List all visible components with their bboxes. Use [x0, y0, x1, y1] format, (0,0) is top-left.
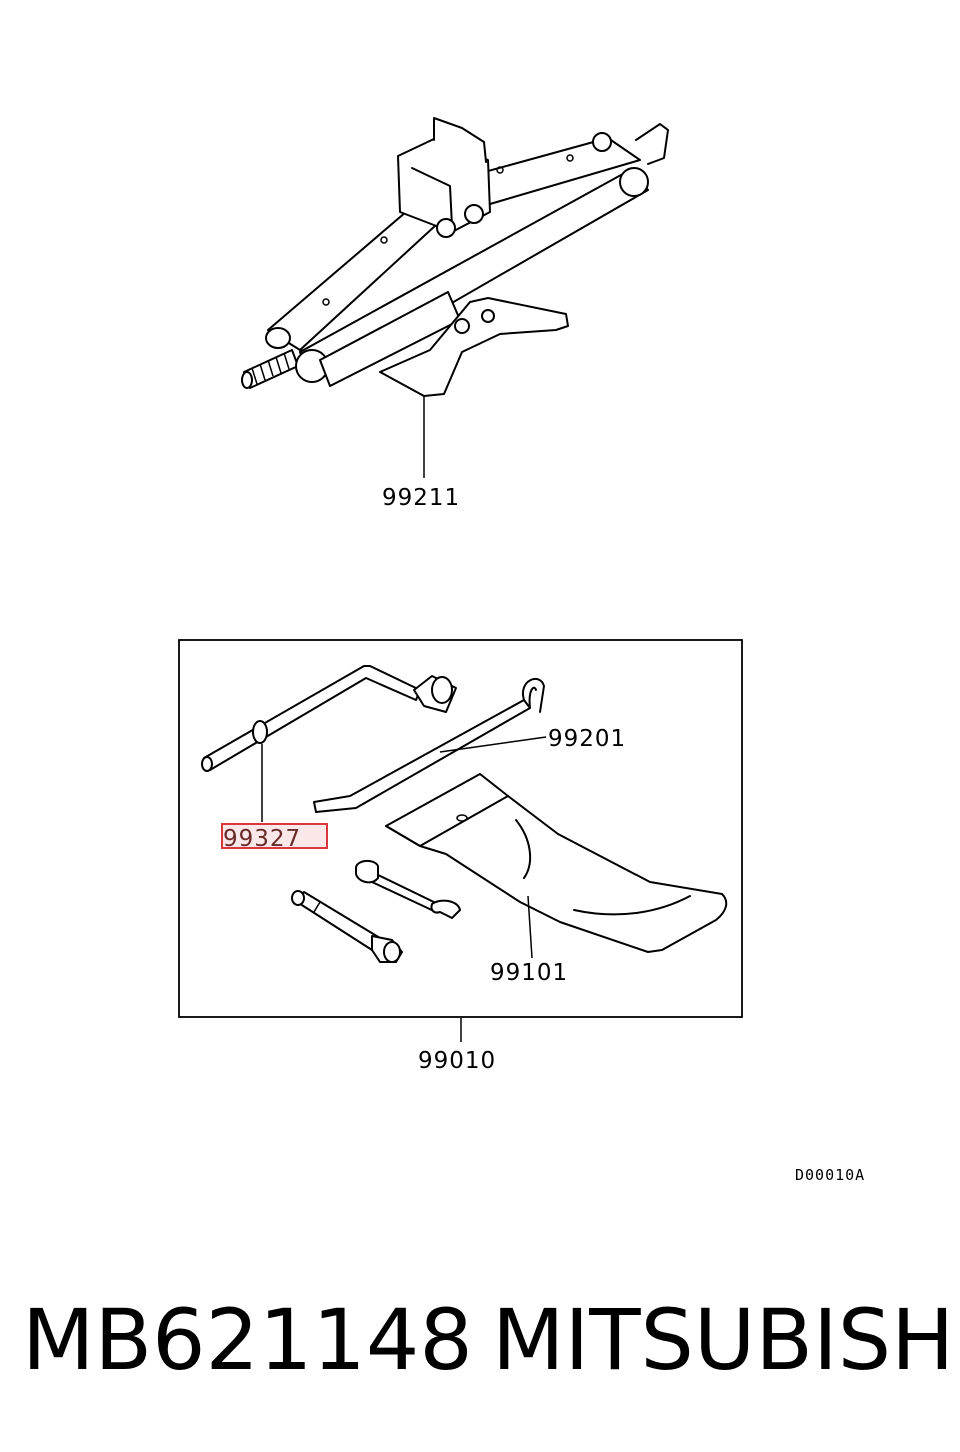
jack-handle-illustration — [313, 678, 547, 813]
socket-extension-illustration — [291, 890, 403, 963]
reference-code: D00010A — [795, 1166, 865, 1184]
footer: MB621148 MITSUBISHI — [0, 1280, 960, 1400]
lug-wrench-handle-illustration — [201, 665, 457, 822]
scissor-jack-illustration — [241, 117, 669, 478]
label-99010: 99010 — [418, 1048, 496, 1074]
label-99201: 99201 — [548, 726, 626, 752]
part-number: MB621148 — [22, 1291, 473, 1389]
spanner-illustration — [355, 860, 461, 919]
highlight-box — [221, 823, 328, 849]
label-99211: 99211 — [382, 485, 460, 511]
label-99327: 99327 — [223, 826, 301, 852]
tool-kit-frame — [178, 639, 743, 1018]
tool-bag-illustration — [385, 773, 728, 959]
brand-name: MITSUBISHI — [492, 1291, 960, 1389]
jack-screw-thread — [241, 349, 299, 389]
label-99101: 99101 — [490, 960, 568, 986]
